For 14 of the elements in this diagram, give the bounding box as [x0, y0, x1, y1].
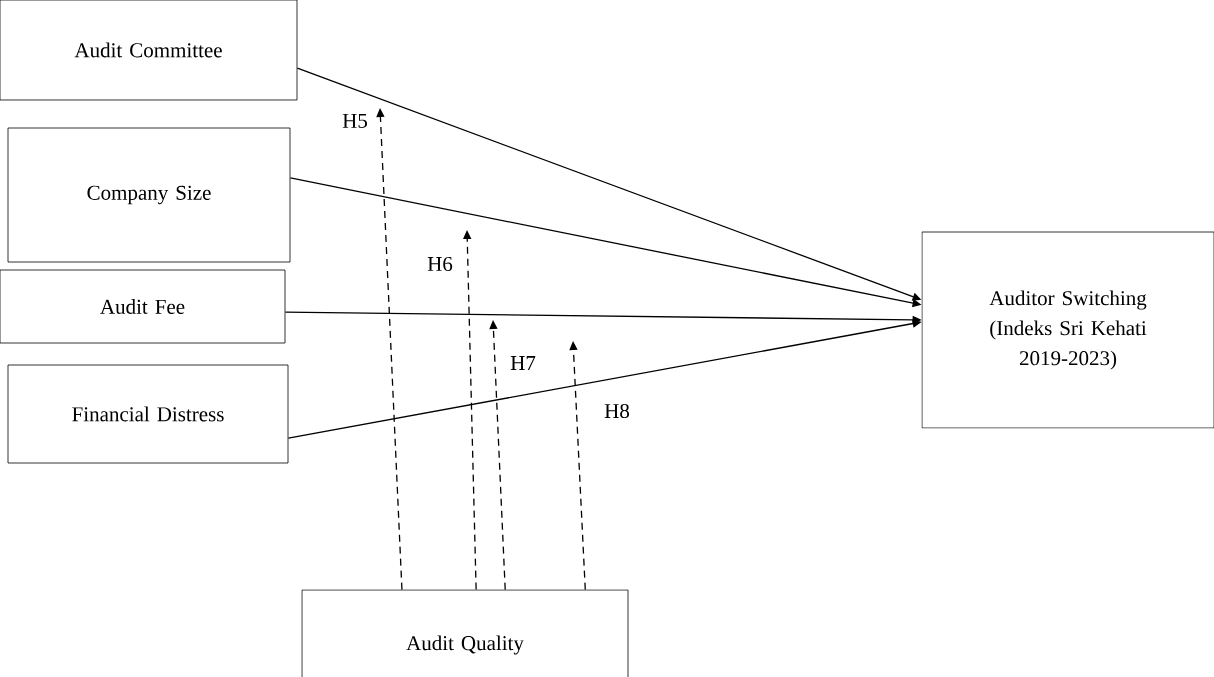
variable-box: Auditor Switching (Indeks Sri Kehati 2019-2023)	[921, 231, 1214, 429]
edge-label: H7	[509, 355, 537, 371]
edge-label: H6	[426, 255, 454, 273]
dashed-arrow	[489, 320, 506, 591]
edge-label: H8	[603, 402, 631, 420]
variable-box: Audit Committee	[0, 0, 298, 101]
dashed-arrow	[376, 108, 403, 591]
variable-box: Company Size	[7, 127, 291, 263]
edge-label: H5	[341, 113, 369, 129]
dashed-arrow	[463, 230, 477, 591]
variable-box: Audit Fee	[0, 269, 286, 344]
variable-box: Financial Distress	[7, 364, 289, 464]
variable-box: Audit Quality	[301, 589, 629, 677]
dashed-arrow	[569, 341, 586, 591]
